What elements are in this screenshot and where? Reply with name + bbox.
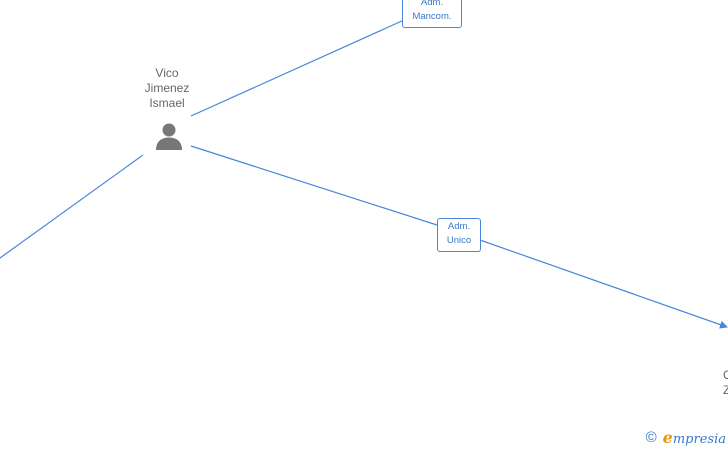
person-name-line-2: Jimenez: [144, 81, 190, 95]
person-name-line-3: Ismael: [149, 96, 185, 110]
partial-company-line-2: Z: [723, 383, 728, 397]
person-name[interactable]: Vico Jimenez Ismael: [128, 66, 206, 111]
brand-logo-initial: e: [662, 428, 673, 447]
copyright-icon: ©: [645, 428, 657, 446]
person-name-line-1: Vico: [155, 66, 179, 80]
edge-to-mancom: [190, 19, 405, 117]
edge-to-unico-b: [479, 239, 728, 329]
partial-company-line-1: C: [723, 368, 728, 382]
relation-label-line-2: Mancom.: [412, 11, 452, 22]
person-icon[interactable]: [154, 121, 184, 151]
edge-left-offscreen: [0, 154, 144, 259]
relation-label-line-1: Adm.: [420, 0, 444, 8]
footer-brand: © empresia: [646, 428, 726, 447]
edge-to-unico-a: [190, 145, 441, 227]
relation-label-adm-mancom[interactable]: Adm. Mancom.: [402, 0, 462, 28]
brand-logo[interactable]: empresia: [663, 428, 726, 447]
relation-label-line-2: Unico: [446, 235, 472, 246]
relation-label-adm-unico[interactable]: Adm. Unico: [437, 218, 481, 252]
brand-logo-rest: mpresia: [672, 432, 726, 447]
partial-company-name[interactable]: C Z: [723, 368, 728, 398]
relation-label-line-1: Adm.: [447, 221, 471, 232]
